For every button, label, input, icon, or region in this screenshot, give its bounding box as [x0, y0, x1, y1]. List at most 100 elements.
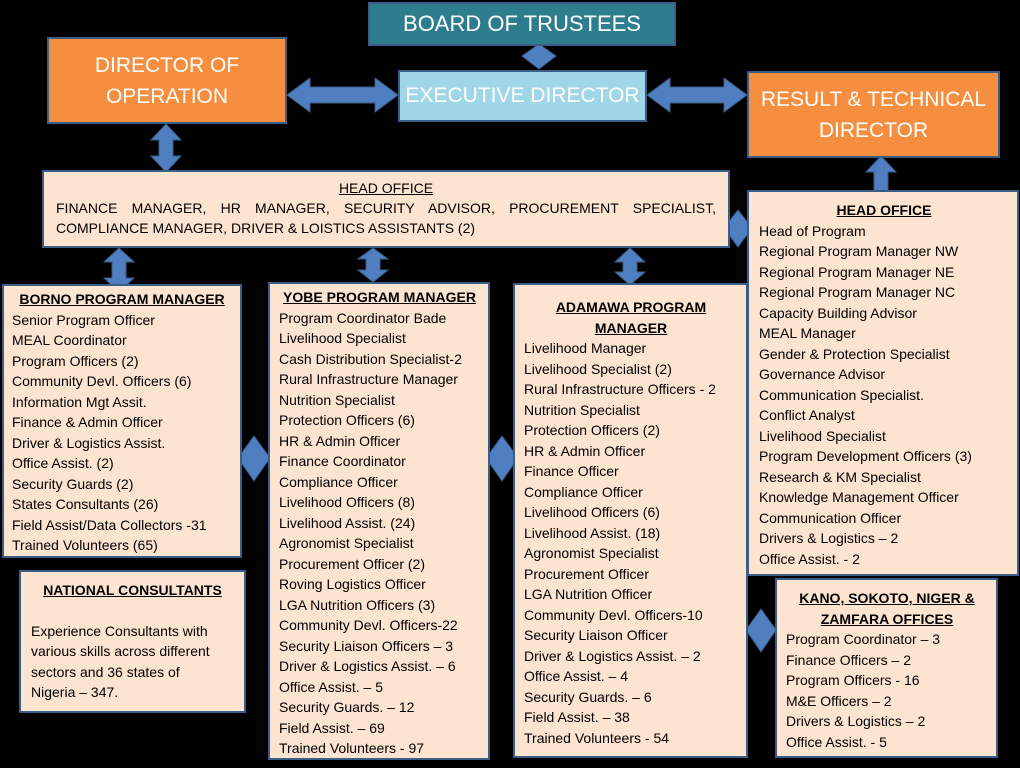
head-office-left-title: HEAD OFFICE: [338, 180, 434, 196]
yobe-item: Roving Logistics Officer: [279, 576, 426, 592]
adamawa-item: Finance Officer: [524, 463, 619, 479]
adamawa-item: Nutrition Specialist: [524, 401, 640, 418]
adamawa-item: Agronomist Specialist: [524, 545, 659, 561]
head-office-right-item: Regional Program Manager NE: [759, 263, 955, 280]
yobe-item: Livelihood Assist. (24): [279, 514, 416, 531]
head-office-right-item: Research & KM Specialist: [759, 468, 921, 485]
board-of-trustees-box: BOARD OF TRUSTEES: [368, 2, 676, 46]
yobe-program-manager-panel: YOBE PROGRAM MANAGER Program Coordinator…: [268, 282, 490, 760]
head-office-right-item: Regional Program Manager NC: [759, 284, 956, 300]
adamawa-item: Procurement Officer: [524, 565, 650, 582]
connector-exec-result: [646, 77, 748, 113]
connector-adamawa-kano: [745, 608, 777, 653]
head-office-right-item: Livelihood Specialist: [759, 427, 886, 444]
connector-board-exec: [521, 43, 557, 70]
kano-item: Program Coordinator – 3: [786, 631, 941, 647]
head-office-right-item: Drivers & Logistics – 2: [759, 530, 899, 546]
head-office-left-line2: COMPLIANCE MANAGER, DRIVER & LOISTICS AS…: [56, 220, 476, 236]
adamawa-item: Field Assist. – 38: [524, 709, 630, 725]
director-of-operation-box: DIRECTOR OF OPERATION: [47, 37, 287, 124]
adamawa-item: Office Assist. – 4: [524, 668, 629, 684]
adamawa-item: Livelihood Manager: [524, 340, 647, 356]
result-technical-director-line1: RESULT & TECHNICAL: [760, 87, 987, 111]
yobe-item: Livelihood Specialist: [279, 330, 406, 346]
yobe-item: Rural Infrastructure Manager: [279, 371, 458, 387]
yobe-item: Nutrition Specialist: [279, 391, 395, 408]
kano-item: Drivers & Logistics – 2: [786, 713, 926, 729]
adamawa-item: Compliance Officer: [524, 483, 643, 500]
head-office-right-title: HEAD OFFICE: [836, 202, 932, 218]
adamawa-title-line1: ADAMAWA PROGRAM: [555, 299, 707, 315]
kano-item: Program Officers - 16: [786, 672, 920, 688]
adamawa-item: Security Liaison Officer: [524, 627, 668, 643]
national-consultants-line: Experience Consultants with: [31, 622, 208, 639]
connector-ho-yobe: [356, 247, 390, 283]
yobe-item: Program Coordinator Bade: [279, 309, 447, 326]
national-consultants-line: various skills across different: [31, 643, 210, 659]
adamawa-item: Driver & Logistics Assist. – 2: [524, 647, 701, 664]
adamawa-item: HR & Admin Officer: [524, 442, 646, 459]
borno-item: Field Assist/Data Collectors -31: [12, 516, 207, 533]
borno-item: Security Guards (2): [12, 475, 134, 492]
kano-item: Finance Officers – 2: [786, 651, 912, 668]
board-of-trustees-label: BOARD OF TRUSTEES: [403, 11, 641, 36]
head-office-right-item: Communication Specialist.: [759, 386, 924, 403]
borno-item: Program Officers (2): [12, 352, 139, 369]
borno-item: Trained Volunteers (65): [12, 537, 158, 553]
connector-dirop-headoffice: [149, 123, 183, 173]
yobe-title: YOBE PROGRAM MANAGER: [283, 289, 476, 305]
head-office-right-item: Governance Advisor: [759, 366, 886, 382]
borno-item: Finance & Admin Officer: [12, 414, 163, 430]
adamawa-item: Livelihood Officers (6): [524, 504, 660, 520]
head-office-right-item: Program Development Officers (3): [759, 448, 972, 464]
result-technical-director-line2: DIRECTOR: [818, 118, 929, 142]
head-office-right-item: Gender & Protection Specialist: [759, 345, 950, 362]
yobe-item: Procurement Officer (2): [279, 555, 426, 572]
head-office-right-item: Regional Program Manager NW: [759, 243, 959, 259]
yobe-item: LGA Nutrition Officers (3): [279, 596, 436, 613]
borno-title: BORNO PROGRAM MANAGER: [19, 291, 225, 307]
yobe-item: Protection Officers (6): [279, 412, 415, 428]
national-consultants-title: NATIONAL CONSULTANTS: [43, 582, 222, 598]
yobe-item: Community Devl. Officers-22: [279, 617, 458, 633]
adamawa-item: Livelihood Specialist (2): [524, 360, 672, 377]
adamawa-item: Trained Volunteers - 54: [524, 729, 670, 746]
kano-title-line1: KANO, SOKOTO, NIGER &: [799, 590, 975, 606]
yobe-item: Agronomist Specialist: [279, 535, 414, 551]
adamawa-item: Community Devl. Officers-10: [524, 606, 703, 623]
borno-item: States Consultants (26): [12, 496, 159, 512]
borno-item: Office Assist. (2): [12, 455, 114, 471]
head-office-right-item: Communication Officer: [759, 509, 902, 526]
borno-program-manager-panel: BORNO PROGRAM MANAGER Senior Program Off…: [2, 284, 242, 558]
head-office-left-panel: HEAD OFFICE FINANCE MANAGER, HR MANAGER,…: [42, 170, 730, 248]
yobe-item: Driver & Logistics Assist. – 6: [279, 658, 456, 674]
yobe-item: Finance Coordinator: [279, 453, 406, 469]
national-consultants-line: sectors and 36 states of: [31, 663, 180, 680]
national-consultants-body: Experience Consultants with various skill…: [31, 621, 234, 703]
borno-item: Driver & Logistics Assist.: [12, 434, 166, 451]
executive-director-box: EXECUTIVE DIRECTOR: [398, 70, 647, 122]
head-office-right-item: Knowledge Management Officer: [759, 489, 959, 505]
adamawa-item: Protection Officers (2): [524, 422, 660, 438]
borno-item: MEAL Coordinator: [12, 332, 127, 348]
head-office-right-item: MEAL Manager: [759, 325, 856, 341]
kano-item: M&E Officers – 2: [786, 692, 892, 709]
adamawa-item: LGA Nutrition Officer: [524, 586, 653, 602]
borno-item: Community Devl. Officers (6): [12, 373, 192, 389]
head-office-right-item: Office Assist. - 2: [759, 550, 860, 567]
director-of-operation-line2: OPERATION: [105, 84, 229, 108]
head-office-left-line1: FINANCE MANAGER, HR MANAGER, SECURITY AD…: [56, 200, 716, 216]
connector-dirop-exec: [286, 77, 399, 113]
adamawa-title-line2: MANAGER: [594, 319, 668, 336]
executive-director-label: EXECUTIVE DIRECTOR: [405, 84, 640, 107]
kano-sokoto-niger-zamfara-panel: KANO, SOKOTO, NIGER & ZAMFARA OFFICES Pr…: [775, 578, 998, 758]
adamawa-item: Security Guards. – 6: [524, 688, 652, 705]
kano-list: Program Coordinator – 3 Finance Officers …: [786, 629, 988, 752]
result-technical-director-box: RESULT & TECHNICAL DIRECTOR: [747, 71, 1000, 158]
head-office-right-item: Capacity Building Advisor: [759, 304, 917, 321]
